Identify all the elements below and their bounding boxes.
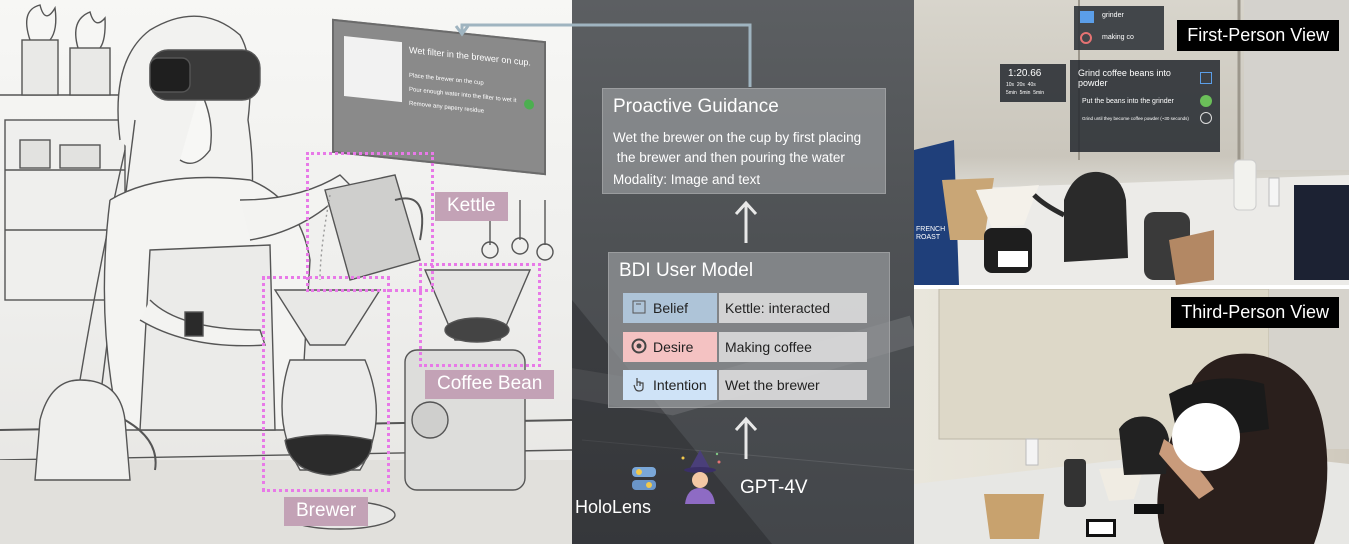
kettle-label: Kettle	[435, 192, 508, 221]
brewer-detection-box	[262, 276, 390, 492]
hololens-label: HoloLens	[575, 497, 652, 517]
privacy-bar	[1086, 519, 1116, 537]
guidance-line-1: Wet the brewer on the cup by first placi…	[613, 130, 862, 145]
third-person-view-photo: Third-Person View	[914, 289, 1349, 544]
kettle-detection-box	[306, 152, 434, 292]
kitchen-sketch	[0, 4, 572, 544]
hud-step-list: grinder making co	[1074, 6, 1164, 50]
circle-icon	[1200, 112, 1212, 124]
bdi-value-intention: Wet the brewer	[719, 370, 867, 400]
hud-current-step: Grind coffee beans into powder Put the b…	[1070, 60, 1220, 152]
kettle-frame-icon	[632, 300, 646, 314]
bdi-title: BDI User Model	[619, 260, 754, 281]
arrow-right-icon	[1080, 11, 1094, 23]
face-privacy-circle	[1172, 403, 1240, 471]
sketch-illustration: Wet filter in the brewer on cup. Place t…	[0, 0, 572, 544]
bdi-row-desire: Desire Making coffee	[623, 332, 867, 362]
timer-value: 1:20.66	[1008, 68, 1042, 79]
bdi-user-model-card: BDI User Model Belief Kettle: interacted…	[608, 252, 890, 408]
panel-illustration	[344, 36, 402, 103]
bdi-row-belief: Belief Kettle: interacted	[623, 293, 867, 323]
reasoning-panel: Proactive Guidance Wet the brewer on the…	[572, 0, 914, 544]
hud-step-2: Grind until they become coffee powder (~…	[1082, 116, 1189, 121]
hud-item-2: making co	[1102, 34, 1134, 41]
hud-item-1: grinder	[1102, 12, 1124, 19]
coffee-bean-label: Coffee Bean	[425, 370, 555, 399]
bdi-key-intention: Intention	[623, 370, 717, 400]
first-person-view-photo: grinder making co 1:20.66 10s 20s 40s 5m…	[914, 0, 1349, 285]
bdi-value-belief: Kettle: interacted	[719, 293, 867, 323]
timer-sub-2: 5min 5min 5min	[1006, 90, 1045, 96]
skip-icon	[1200, 72, 1212, 84]
hud-step-1: Put the beans into the grinder	[1082, 98, 1174, 105]
feedback-connector	[454, 23, 752, 87]
bdi-key-desire: Desire	[623, 332, 717, 362]
guidance-line-2: the brewer and then pouring the water	[613, 150, 845, 165]
bdi-row-intention: Intention Wet the brewer	[623, 370, 867, 400]
first-person-view-label: First-Person View	[1177, 20, 1339, 51]
coffee-bean-detection-box	[419, 263, 541, 367]
arrow-up-icon	[734, 200, 758, 243]
hud-timer: 1:20.66 10s 20s 40s 5min 5min 5min	[1000, 64, 1066, 102]
timer-sub: 10s 20s 40s	[1006, 82, 1036, 88]
hud-step-title: Grind coffee beans into powder	[1078, 68, 1171, 88]
third-person-scene	[914, 289, 1349, 544]
guidance-title: Proactive Guidance	[613, 96, 779, 117]
bdi-key-belief: Belief	[623, 293, 717, 323]
brewer-label: Brewer	[284, 497, 369, 526]
bdi-value-desire: Making coffee	[719, 332, 867, 362]
target-icon	[1080, 32, 1092, 44]
bdi-key-label: Belief	[653, 300, 689, 316]
third-person-view-label: Third-Person View	[1171, 297, 1339, 328]
gpt-wizard-icon	[681, 450, 721, 504]
hand-pointer-icon	[633, 378, 644, 392]
bag-text: FRENCH ROAST	[916, 226, 946, 241]
bdi-key-label: Intention	[653, 377, 707, 393]
guidance-modality: Modality: Image and text	[613, 172, 761, 187]
check-icon	[1200, 95, 1212, 107]
arrow-up-icon	[734, 416, 758, 459]
target-icon	[631, 338, 647, 354]
gpt-label: GPT-4V	[740, 477, 808, 498]
proactive-guidance-card: Proactive Guidance Wet the brewer on the…	[602, 88, 886, 194]
bdi-key-label: Desire	[653, 339, 694, 355]
privacy-bar	[998, 251, 1028, 267]
hololens-icon	[632, 467, 656, 490]
